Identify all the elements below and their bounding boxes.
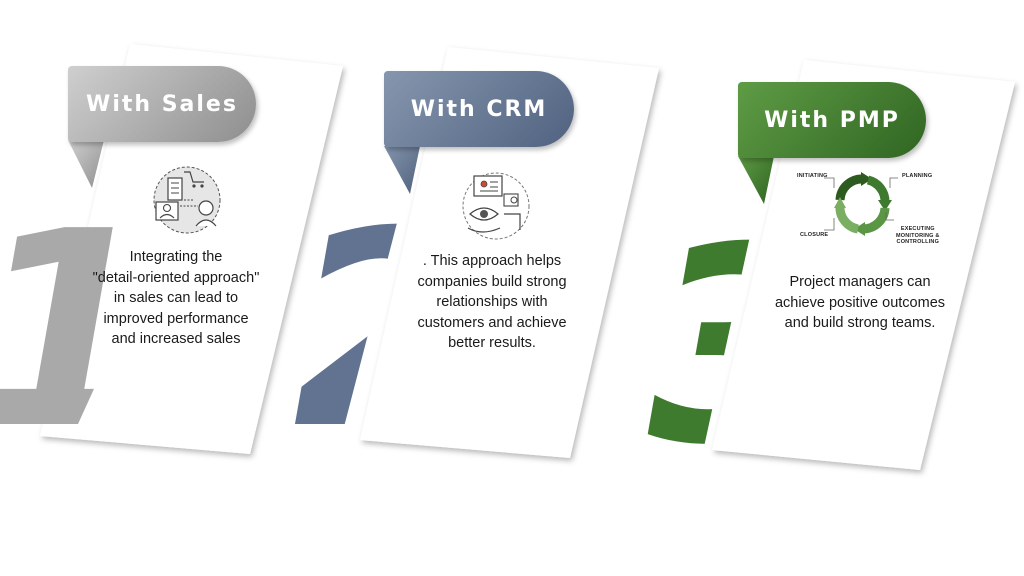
tab-tail-crm xyxy=(384,146,420,194)
cycle-label-executing: EXECUTING MONITORING & CONTROLLING xyxy=(896,226,940,245)
cycle-label-planning: PLANNING xyxy=(902,173,933,179)
tab-tail-pmp xyxy=(738,156,774,204)
tab-with-sales: With Sales xyxy=(68,66,256,142)
card-sales-sheet xyxy=(40,44,343,454)
tab-with-crm: With CRM xyxy=(384,71,574,147)
card-pmp-sheet xyxy=(712,60,1015,470)
card-pmp-description: Project managers can achieve positive ou… xyxy=(774,274,946,331)
card-sales-description: Integrating the "detail-oriented approac… xyxy=(92,249,260,347)
cycle-connector-lines xyxy=(824,177,898,231)
cycle-label-initiating: INITIATING xyxy=(797,173,828,179)
cycle-label-closure: CLOSURE xyxy=(800,232,829,238)
crm-monitoring-icon xyxy=(460,170,532,246)
tab-tail-sales xyxy=(68,140,104,188)
card-crm-sheet xyxy=(360,47,659,458)
sales-analytics-icon xyxy=(150,164,224,240)
card-crm-description: . This approach helps companies build st… xyxy=(417,253,567,351)
project-cycle-icon xyxy=(828,172,898,240)
tab-with-pmp: With PMP xyxy=(738,82,926,158)
